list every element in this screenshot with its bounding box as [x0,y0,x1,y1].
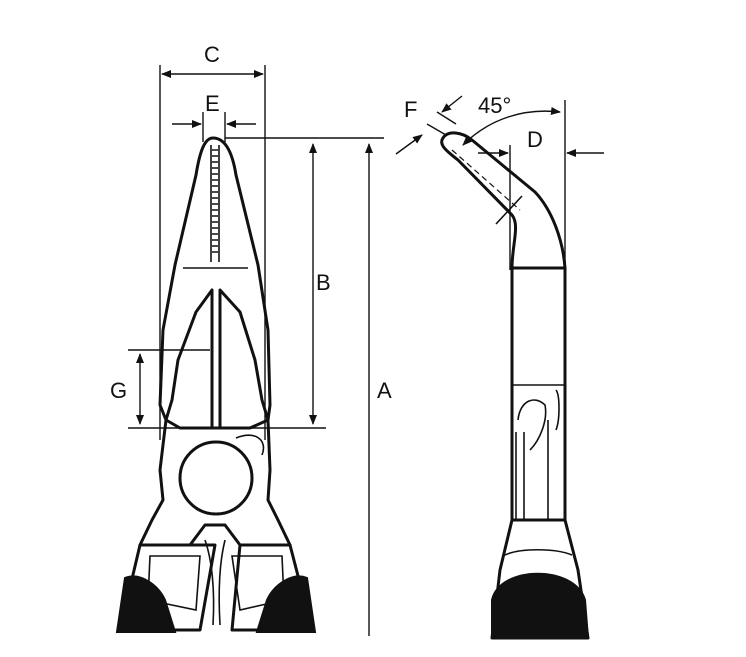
front-right-grip [255,575,317,633]
dimension-b-label: B [316,270,331,295]
front-dimensions: C E B A G [110,42,392,636]
dimension-g-label: G [110,378,127,403]
angle-label: 45° [478,93,511,118]
front-view [115,136,317,633]
pivot-circle [178,440,254,516]
dimension-c-label: C [204,42,220,67]
side-dimensions: D 45° F [395,93,604,270]
side-view [440,131,590,640]
side-grip [491,572,590,639]
dimension-f-label: F [404,97,417,122]
dimension-d-label: D [527,127,543,152]
front-jaws [158,136,272,430]
front-left-grip [115,575,177,633]
dimension-a-label: A [377,378,392,403]
dimension-e-label: E [205,91,220,116]
